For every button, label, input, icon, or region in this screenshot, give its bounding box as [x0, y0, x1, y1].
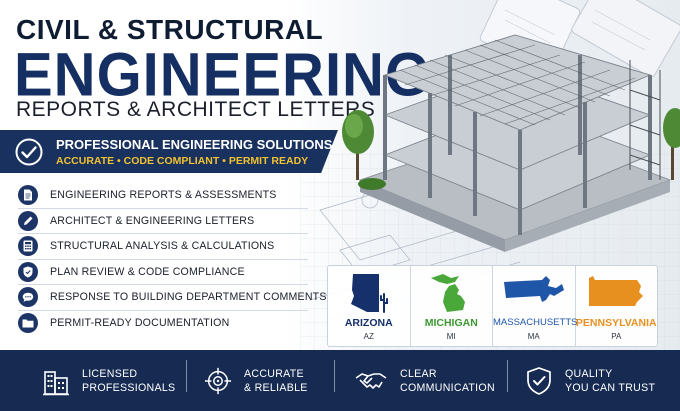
footer-item-quality: QUALITY YOU CAN TRUST — [525, 360, 655, 402]
target-icon — [204, 367, 232, 395]
footer-label-line1: LICENSED — [82, 368, 138, 380]
headline-subtitle: REPORTS & ARCHITECT LETTERS — [16, 98, 376, 121]
footer-divider — [334, 360, 335, 392]
state-name: MICHIGAN — [424, 317, 478, 329]
feature-label: PLAN REVIEW & CODE COMPLIANCE — [50, 265, 245, 278]
document-icon — [18, 185, 38, 206]
footer-label-line2: YOU CAN TRUST — [565, 382, 656, 394]
pennsylvania-map-icon — [589, 276, 644, 306]
arizona-map-icon — [350, 274, 388, 313]
headline-top: CIVIL & STRUCTURAL — [16, 14, 324, 45]
massachusetts-map-icon — [503, 276, 564, 302]
calculator-icon — [18, 236, 38, 257]
footer-divider — [507, 360, 508, 392]
state-abbr: PA — [611, 332, 622, 341]
headline-main: ENGINEERING — [14, 41, 432, 110]
state-abbr: AZ — [363, 332, 374, 341]
footer-item-communication: CLEAR COMMUNICATION — [354, 360, 495, 402]
state-card-pennsylvania: PENNSYLVANIA PA — [576, 266, 658, 346]
footer-item-label: ACCURATE & RELIABLE — [244, 367, 308, 395]
footer-item-label: LICENSED PROFESSIONALS — [82, 367, 175, 395]
state-name: MASSACHUSETTS — [493, 317, 578, 328]
footer-item-label: CLEAR COMMUNICATION — [400, 367, 495, 395]
state-abbr: MA — [527, 332, 540, 341]
shield-check-icon — [527, 367, 551, 395]
feature-label: STRUCTURAL ANALYSIS & CALCULATIONS — [50, 240, 275, 253]
feature-label: RESPONSE TO BUILDING DEPARTMENT COMMENTS — [50, 291, 327, 304]
list-item: RESPONSE TO BUILDING DEPARTMENT COMMENTS — [18, 285, 326, 311]
footer-label-line2: & RELIABLE — [244, 382, 308, 394]
solutions-banner — [0, 130, 338, 173]
banner-subtitle: ACCURATE • CODE COMPLIANT • PERMIT READY — [56, 155, 309, 167]
footer-label-line2: PROFESSIONALS — [82, 382, 176, 394]
banner-title: PROFESSIONAL ENGINEERING SOLUTIONS — [56, 137, 333, 152]
state-card-arizona: ARIZONA AZ — [328, 266, 411, 346]
michigan-map-icon — [431, 274, 466, 312]
folder-icon — [18, 313, 38, 334]
handshake-icon — [355, 373, 387, 389]
footer-label-line1: QUALITY — [565, 368, 613, 380]
list-item: ARCHITECT & ENGINEERING LETTERS — [18, 209, 308, 234]
feature-label: ENGINEERING REPORTS & ASSESSMENTS — [50, 189, 277, 202]
footer-label-line1: ACCURATE — [244, 368, 304, 380]
tree-icon — [663, 108, 680, 180]
list-item: ENGINEERING REPORTS & ASSESSMENTS — [18, 183, 308, 209]
tree-icon — [342, 110, 386, 190]
footer-item-label: QUALITY YOU CAN TRUST — [565, 367, 655, 395]
footer-bar: LICENSED PROFESSIONALS ACCURATE & RELIAB… — [0, 350, 680, 411]
shield-check-icon — [18, 261, 38, 282]
footer-item-licensed: LICENSED PROFESSIONALS — [42, 360, 175, 402]
feature-label: ARCHITECT & ENGINEERING LETTERS — [50, 214, 255, 227]
speech-bubble-icon — [18, 287, 38, 308]
footer-label-line1: CLEAR — [400, 368, 437, 380]
state-card-michigan: MICHIGAN MI — [411, 266, 493, 346]
list-item: PERMIT-READY DOCUMENTATION — [18, 311, 308, 337]
list-item: PLAN REVIEW & CODE COMPLIANCE — [18, 260, 308, 285]
state-name: ARIZONA — [344, 317, 393, 329]
footer-item-accurate: ACCURATE & RELIABLE — [204, 360, 308, 402]
buildings-icon — [43, 371, 69, 396]
list-item: STRUCTURAL ANALYSIS & CALCULATIONS — [18, 234, 308, 260]
states-panel: ARIZONA AZ MICHIGAN MI MASSACHUSETTS MA … — [327, 265, 658, 347]
pencil-icon — [18, 210, 38, 231]
feature-list: ENGINEERING REPORTS & ASSESSMENTS ARCHIT… — [18, 183, 326, 337]
footer-divider — [186, 360, 187, 392]
state-card-massachusetts: MASSACHUSETTS MA — [493, 266, 578, 346]
state-abbr: MI — [446, 332, 456, 341]
building-illustration — [342, 34, 680, 252]
checkmark-circle-icon — [15, 138, 43, 166]
feature-label: PERMIT-READY DOCUMENTATION — [50, 317, 230, 330]
state-name: PENNSYLVANIA — [575, 317, 657, 329]
footer-label-line2: COMMUNICATION — [400, 382, 495, 394]
